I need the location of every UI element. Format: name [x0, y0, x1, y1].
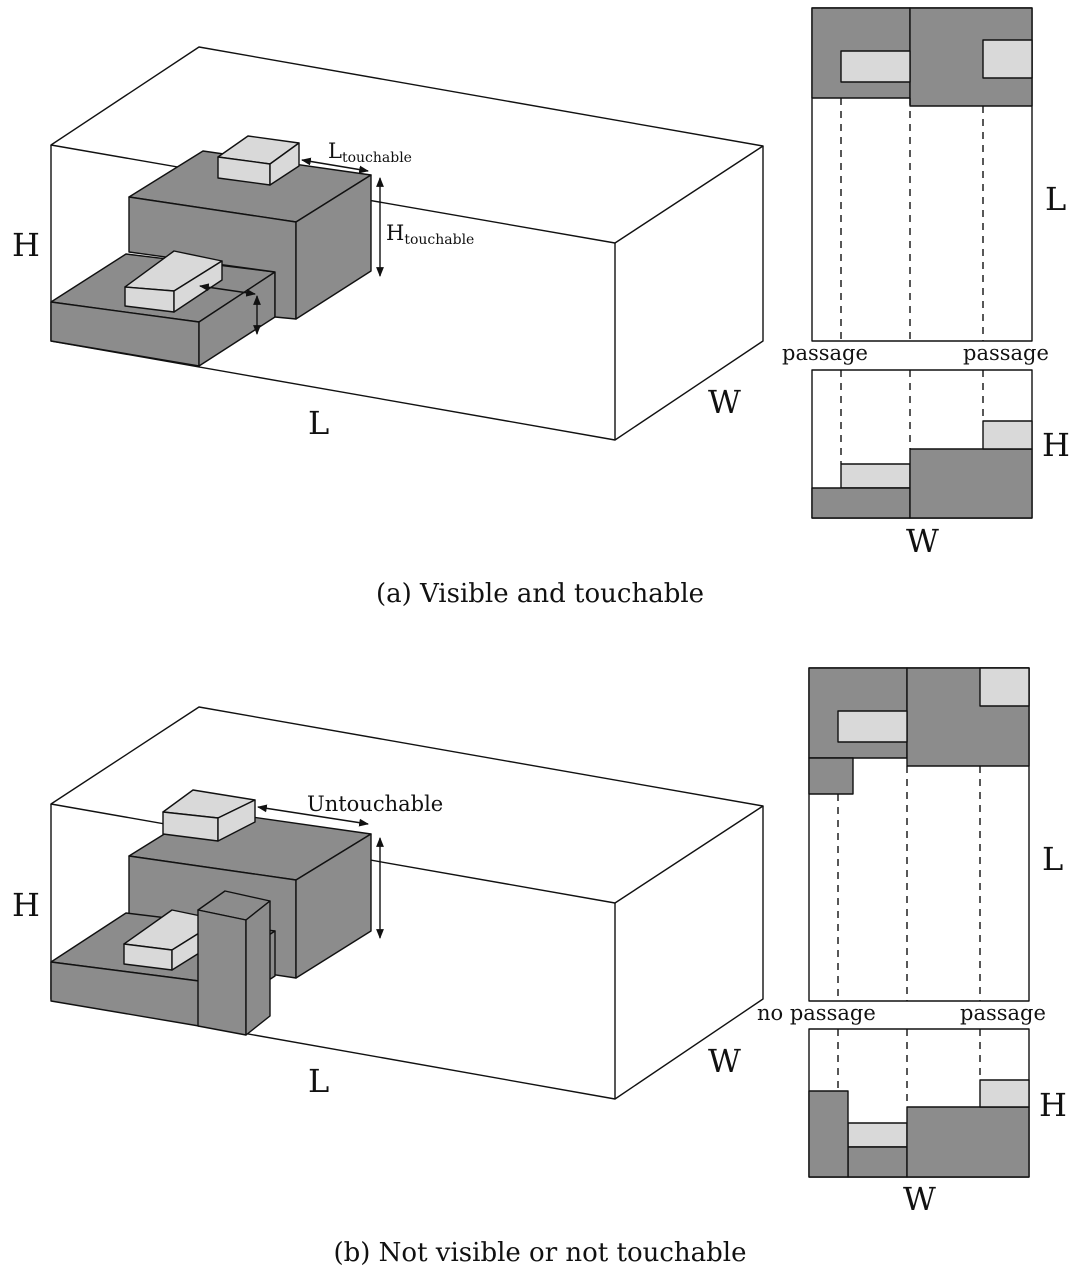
side-view-width-label-a: W	[906, 522, 939, 560]
h-touchable-label: Htouchable	[386, 221, 474, 248]
top-view-length-label-a: L	[1045, 180, 1066, 218]
iso-length-label-a: L	[308, 404, 329, 442]
lower-length-arrow	[199, 283, 256, 297]
side-view-width-label-b: W	[903, 1180, 936, 1218]
side-view-height-label-a: H	[1042, 426, 1070, 464]
caption-b: (b) Not visible or not touchable	[333, 1238, 746, 1268]
top-view-length-label-b: L	[1042, 840, 1063, 878]
iso-width-label-a: W	[708, 383, 741, 421]
bounding-box-b	[50, 706, 764, 1100]
blocking-pillar-b	[197, 890, 271, 1036]
passage-left-label-a: passage	[782, 341, 868, 365]
iso-height-label-a: H	[12, 226, 40, 264]
item-top-b	[162, 789, 256, 842]
untouchable-arrow	[257, 804, 369, 827]
panel-a	[50, 7, 1033, 519]
item-top-a	[217, 135, 300, 186]
passage-right-label-a: passage	[963, 341, 1049, 365]
iso-length-label-b: L	[308, 1062, 329, 1100]
item-lower-a	[124, 250, 223, 313]
top-view-b	[808, 667, 1030, 1002]
l-touchable-arrow	[301, 157, 369, 174]
l-touchable-label: Ltouchable	[328, 139, 412, 166]
side-view-height-label-b: H	[1039, 1086, 1067, 1124]
caption-a: (a) Visible and touchable	[376, 579, 704, 609]
side-view-b	[808, 1028, 1030, 1178]
passage-right-label-b: passage	[960, 1001, 1046, 1025]
iso-height-label-b: H	[12, 886, 40, 924]
panel-b	[50, 667, 1030, 1178]
bounding-box-a	[50, 46, 764, 441]
item-lower-b	[123, 909, 221, 971]
side-view-a	[811, 369, 1033, 519]
iso-width-label-b: W	[708, 1042, 741, 1080]
top-view-a	[811, 7, 1033, 342]
no-passage-label-b: no passage	[757, 1001, 876, 1025]
upper-block-a	[128, 150, 372, 320]
untouchable-label: Untouchable	[307, 792, 443, 816]
